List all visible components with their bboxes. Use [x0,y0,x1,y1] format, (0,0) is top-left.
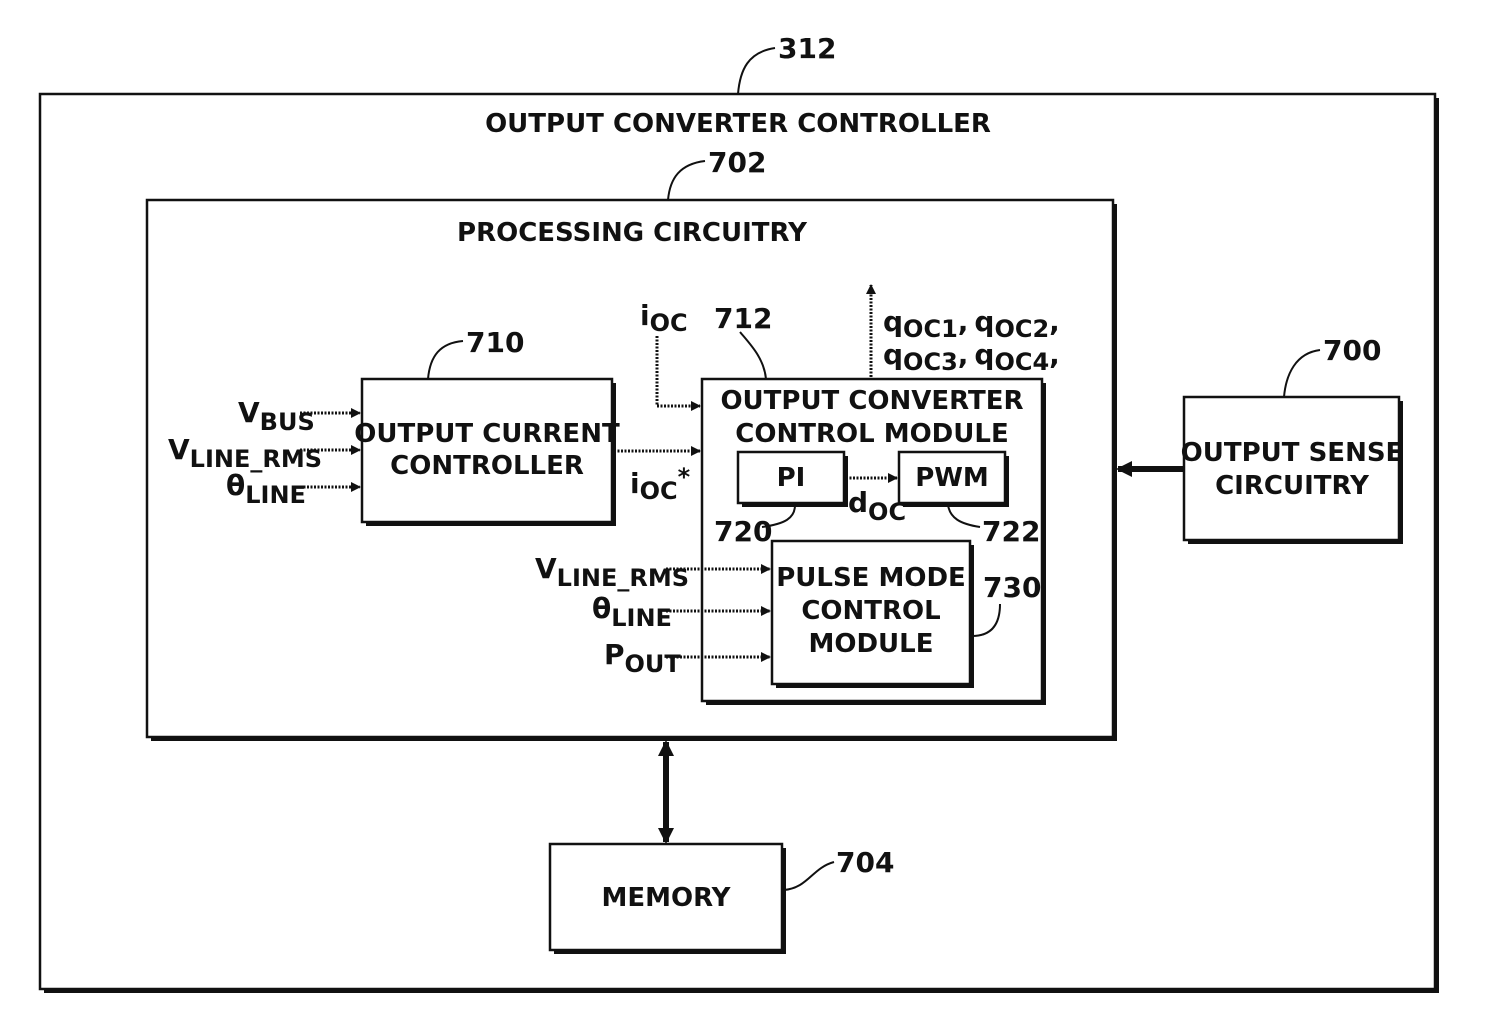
output-sense-circuitry-box [1182,395,1403,544]
ref-710: 710 [466,326,524,359]
svg-text:qOC1,qOC2,: qOC1,qOC2, [883,305,1060,343]
ioc-input: iOC [640,299,701,411]
ref-702-leader [667,160,706,201]
pulse-mode-control-module-line2: CONTROL [801,596,940,626]
vbus-input: VBUS [238,396,361,436]
ref-700-leader [1283,349,1321,398]
memory-box [548,842,786,954]
theta-line-input-2: θLINE [592,592,771,632]
memory-label: MEMORY [601,883,731,913]
svg-text:POUT: POUT [604,638,681,678]
svg-text:VBUS: VBUS [238,396,315,436]
ref-720: 720 [714,515,772,548]
ref-710-leader [427,340,464,380]
vline-rms-input: VLINE_RMS [168,433,361,473]
ref-704: 704 [836,846,894,879]
ref-704-leader [783,861,835,891]
processing-circuitry-title: PROCESSING CIRCUITRY [457,218,808,248]
pout-input: POUT [604,638,771,678]
pwm-label: PWM [915,463,989,493]
ref-722-leader [947,504,981,528]
ref-730-leader [971,603,1001,637]
ref-312: 312 [778,32,836,65]
theta-line-input: θLINE [226,469,361,509]
output-converter-control-module-line1: OUTPUT CONVERTER [720,386,1023,416]
svg-text:dOC: dOC [848,486,906,526]
pulse-mode-control-module-line3: MODULE [809,629,934,659]
svg-text:VLINE_RMS: VLINE_RMS [168,433,322,473]
svg-text:qOC3,qOC4,: qOC3,qOC4, [883,338,1060,376]
output-converter-control-module-line2: CONTROL MODULE [735,419,1008,449]
pulse-mode-control-module-line1: PULSE MODE [776,563,966,593]
ioc-star-signal: iOC* [614,446,701,505]
svg-text:iOC: iOC [640,299,688,337]
vline-rms-input-2: VLINE_RMS [535,552,771,592]
output-converter-controller-title: OUTPUT CONVERTER CONTROLLER [485,109,991,139]
ref-312-leader [737,47,776,95]
ref-722: 722 [982,515,1040,548]
svg-text:θLINE: θLINE [592,592,672,632]
output-sense-circuitry-line2: CIRCUITRY [1215,471,1370,501]
svg-text:iOC*: iOC* [630,463,691,505]
ref-702: 702 [708,146,766,179]
ref-730: 730 [983,571,1041,604]
output-sense-circuitry-line1: OUTPUT SENSE [1181,438,1404,468]
pi-block [736,450,848,507]
svg-text:θLINE: θLINE [226,469,306,509]
gate-signals-output: qOC1,qOC2, qOC3,qOC4, [866,284,1060,377]
ref-720-leader [761,504,796,528]
output-current-controller-line2: CONTROLLER [390,451,584,481]
output-current-controller-line1: OUTPUT CURRENT [354,419,620,449]
pulse-mode-control-module-box [770,539,974,688]
ref-712: 712 [714,302,772,335]
pwm-block [897,450,1009,507]
pi-label: PI [777,463,806,493]
ref-700: 700 [1323,334,1381,367]
ref-712-leader [739,331,767,380]
output-current-controller-box [360,377,616,526]
doc-signal: dOC [846,473,906,526]
